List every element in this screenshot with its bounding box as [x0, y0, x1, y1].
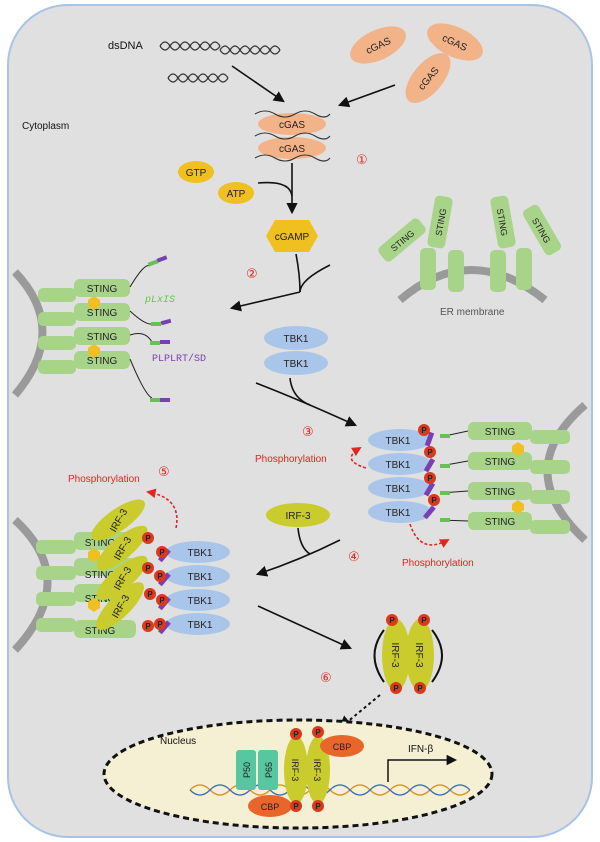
gtp-label: GTP: [186, 168, 207, 179]
p-label: P: [157, 620, 163, 629]
p-label: P: [293, 802, 299, 811]
irf3-free: IRF-3: [266, 503, 330, 527]
ifnb-label: IFN-β: [408, 744, 433, 755]
atp-label: ATP: [227, 189, 246, 200]
plplrt-label: PLPLRT/SD: [152, 353, 206, 365]
step-1: ①: [356, 152, 368, 167]
cgamp-label: cGAMP: [275, 232, 310, 243]
p-label: P: [431, 496, 437, 505]
tbk1-label: TBK1: [187, 572, 212, 583]
arrow-cgas: [337, 84, 396, 108]
irf3-label: IRF-3: [389, 643, 400, 668]
cbp-label: CBP: [333, 742, 352, 752]
sting-label: STING: [485, 517, 516, 528]
arrow-to-irf3-dimer: [257, 605, 353, 650]
p-label: P: [147, 590, 153, 599]
tbk1-label: TBK1: [385, 508, 410, 519]
p65-label: P65: [264, 762, 274, 778]
tbk1-label: TBK1: [187, 596, 212, 607]
phosphorylation-label: Phosphorylation: [402, 558, 474, 569]
cgamp-molecule: cGAMP: [266, 220, 318, 252]
p-label: P: [145, 622, 151, 631]
sting-label: STING: [485, 457, 516, 468]
p-label: P: [421, 616, 427, 625]
sting-label: STING: [85, 570, 116, 581]
tbk1-label: TBK1: [187, 620, 212, 631]
step-2: ②: [246, 266, 258, 281]
p-label: P: [417, 684, 423, 693]
atp-molecule: ATP: [218, 182, 254, 204]
sting-tbk1-irf3-complex: STING STING STING STING TBK1 TBK1 TBK1 T…: [12, 499, 230, 653]
sting-label: STING: [485, 427, 516, 438]
irf3-dimer: IRF-3 IRF-3 P P P P: [373, 614, 443, 694]
irf3-label: IRF-3: [413, 643, 424, 668]
arrow-dsdna: [231, 65, 285, 103]
irf3-label: IRF-3: [312, 759, 322, 782]
dsdna-strands: [159, 41, 281, 83]
phospho-arrow-upper: [350, 447, 367, 469]
p-label: P: [157, 572, 163, 581]
cgas-complex-label: cGAS: [279, 120, 305, 131]
p-label: P: [159, 548, 165, 557]
irf3-label: IRF-3: [286, 511, 311, 522]
sting-label: STING: [485, 487, 516, 498]
sting-label: STING: [87, 308, 118, 319]
tbk1-label: TBK1: [283, 359, 308, 370]
p-label: P: [145, 534, 151, 543]
p-label: P: [427, 448, 433, 457]
cgas-complex-label: cGAS: [279, 144, 305, 155]
dsdna-label: dsDNA: [108, 40, 144, 52]
irf3-label: IRF-3: [290, 759, 300, 782]
tbk1-free: TBK1 TBK1: [264, 326, 328, 375]
sting-label: STING: [87, 284, 118, 295]
p-label: P: [293, 730, 299, 739]
free-cgas-group: cGAS cGAS cGAS: [350, 23, 483, 103]
transcription-arrow: [387, 754, 458, 782]
cgas-dna-complex: cGAS cGAS: [254, 110, 331, 162]
tbk1-label: TBK1: [187, 548, 212, 559]
p50-label: P50: [242, 762, 252, 778]
sting-label: STING: [85, 538, 116, 549]
step-4: ④: [348, 549, 360, 564]
sting-tbk1-complex: STING STING STING STING TBK1 TBK1 TBK1 T…: [368, 401, 588, 543]
plxis-label: pLxIS: [144, 295, 175, 306]
er-membrane-label: ER membrane: [440, 307, 505, 318]
sting-label: STING: [434, 208, 449, 237]
arrow-step-4: [255, 539, 341, 577]
sting-label: STING: [85, 626, 116, 637]
sting-oligomer: STING STING STING STING: [11, 255, 172, 402]
sting-label: STING: [87, 356, 118, 367]
tbk1-label: TBK1: [283, 334, 308, 345]
step-6: ⑥: [320, 670, 332, 685]
step-3: ③: [302, 424, 314, 439]
step-5: ⑤: [158, 464, 170, 479]
tbk1-label: TBK1: [385, 484, 410, 495]
tbk1-label: TBK1: [385, 460, 410, 471]
nucleus: Nucleus P50 P65 IRF-3 IRF-3 CBP CBP P P …: [102, 718, 494, 830]
gtp-molecule: GTP: [178, 161, 214, 183]
phospho-arrow-lower: [409, 523, 450, 548]
p-label: P: [159, 596, 165, 605]
p-label: P: [389, 616, 395, 625]
p-label: P: [393, 684, 399, 693]
p-label: P: [315, 728, 321, 737]
p-label: P: [145, 564, 151, 573]
sting-label: STING: [495, 208, 510, 237]
tbk1-label: TBK1: [385, 436, 410, 447]
cbp-label: CBP: [261, 802, 280, 812]
phosphorylation-label: Phosphorylation: [68, 474, 140, 485]
arrow-gtp-atp-join: [257, 181, 293, 197]
cytoplasm-label: Cytoplasm: [22, 121, 69, 132]
p-label: P: [421, 426, 427, 435]
phospho-arrow-left: [146, 488, 178, 529]
p-label: P: [315, 802, 321, 811]
sting-label: STING: [87, 332, 118, 343]
nucleus-label: Nucleus: [160, 736, 196, 747]
p-label: P: [427, 474, 433, 483]
phosphorylation-label: Phosphorylation: [255, 454, 327, 465]
